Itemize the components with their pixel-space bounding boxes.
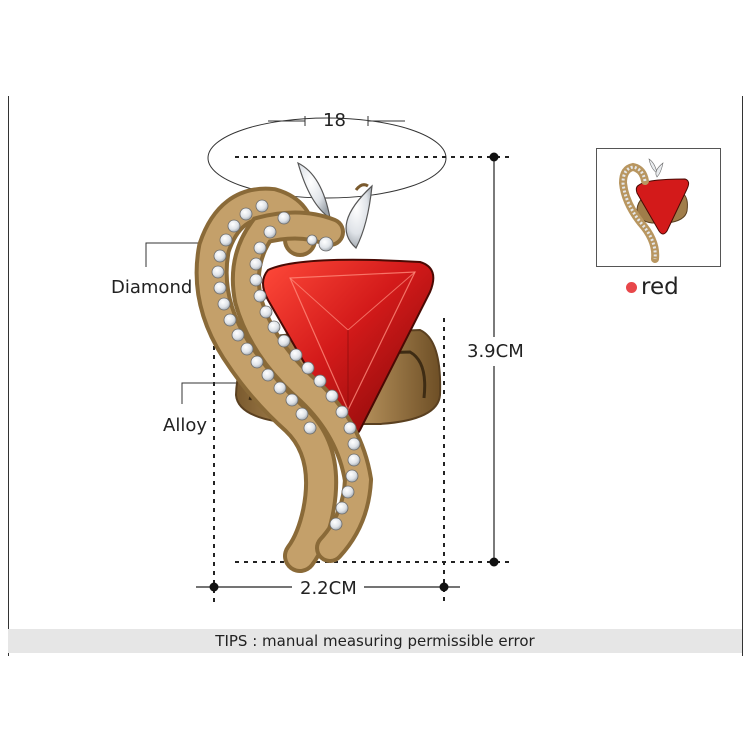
width-label: 2.2CM	[300, 578, 357, 599]
color-variant-thumbnail[interactable]	[596, 148, 721, 267]
tips-bar: TIPS : manual measuring permissible erro…	[8, 629, 742, 653]
color-option-red[interactable]: red	[626, 274, 679, 300]
alloy-callout-line	[181, 382, 246, 404]
width-endpoint-left	[209, 582, 219, 592]
thumbnail-ring-image	[618, 158, 690, 263]
color-option-label: red	[641, 274, 679, 300]
height-endpoint-bottom	[489, 557, 499, 567]
color-swatch-dot	[626, 281, 637, 293]
frame-right-border	[742, 96, 743, 656]
alloy-label: Alloy	[163, 415, 207, 436]
tips-text: TIPS : manual measuring permissible erro…	[215, 632, 535, 650]
marquise-stone-2	[345, 184, 373, 249]
height-endpoint-top	[489, 152, 499, 162]
ring-size-label: 18	[323, 110, 346, 131]
frame-left-border	[8, 96, 9, 656]
diamond-label: Diamond	[111, 277, 193, 298]
height-label: 3.9CM	[467, 341, 524, 362]
width-endpoint-right	[439, 582, 449, 592]
rhinestones	[211, 199, 361, 531]
